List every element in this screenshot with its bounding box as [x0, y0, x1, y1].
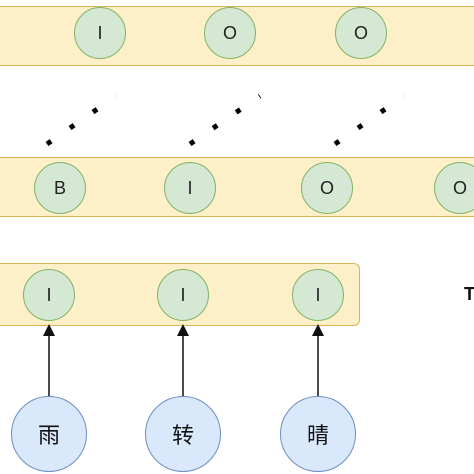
dotted-link-2	[188, 93, 262, 147]
top-row-node-3: O	[335, 7, 387, 59]
bottom-row-node-1: I	[23, 269, 75, 321]
bottom-row-node-3: I	[292, 269, 344, 321]
bottom-row-node-2: I	[157, 269, 209, 321]
right-edge-text: T	[464, 284, 474, 304]
top-row-node-1: I	[74, 7, 126, 59]
middle-row-node-3: O	[301, 162, 353, 214]
dotted-link-3	[333, 93, 406, 147]
input-char-2: 转	[145, 396, 221, 472]
input-char-3: 晴	[280, 396, 356, 472]
input-char-1: 雨	[11, 396, 87, 472]
middle-row-node-1: B	[34, 162, 86, 214]
middle-row-node-2: I	[164, 162, 216, 214]
dotted-link-1	[45, 93, 118, 147]
middle-row-node-4: O	[434, 162, 474, 214]
top-row-node-2: O	[204, 7, 256, 59]
